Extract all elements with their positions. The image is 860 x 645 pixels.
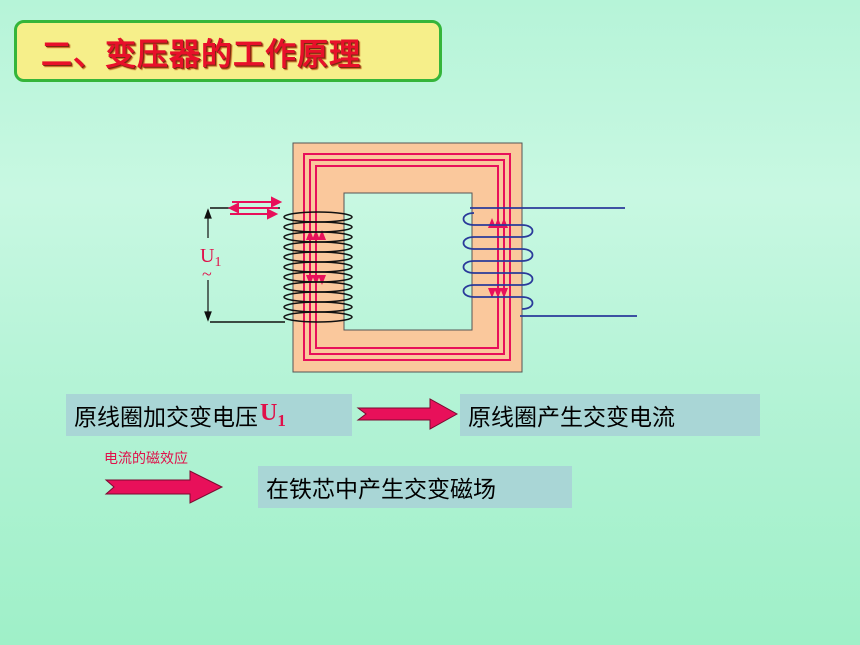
- primary-coil: [210, 207, 353, 323]
- page-title: 二、变压器的工作原理: [41, 36, 361, 73]
- ac-current-arrows: [227, 196, 283, 220]
- arrow-right-1: [356, 398, 459, 430]
- voltage-indicator: [204, 208, 212, 322]
- step-3-text: 在铁芯中产生交变磁场: [266, 477, 496, 503]
- title-banner: 二、变压器的工作原理: [14, 20, 442, 82]
- secondary-coil: [462, 207, 637, 317]
- step-1-text: 原线圈加交变电压: [74, 405, 258, 431]
- arrow-right-2: [104, 470, 224, 504]
- magnetic-effect-label: 电流的磁效应: [104, 451, 188, 467]
- flux-loops: [303, 153, 511, 361]
- step-2-text: 原线圈产生交变电流: [468, 405, 675, 431]
- step-box-primary-current: 原线圈产生交变电流: [460, 394, 760, 436]
- ac-symbol: ~: [202, 264, 212, 284]
- voltage-label: U1: [200, 245, 221, 270]
- iron-core: [292, 142, 523, 373]
- step-1-u1: U1: [260, 399, 286, 430]
- step-box-alternating-field: 在铁芯中产生交变磁场: [258, 466, 572, 508]
